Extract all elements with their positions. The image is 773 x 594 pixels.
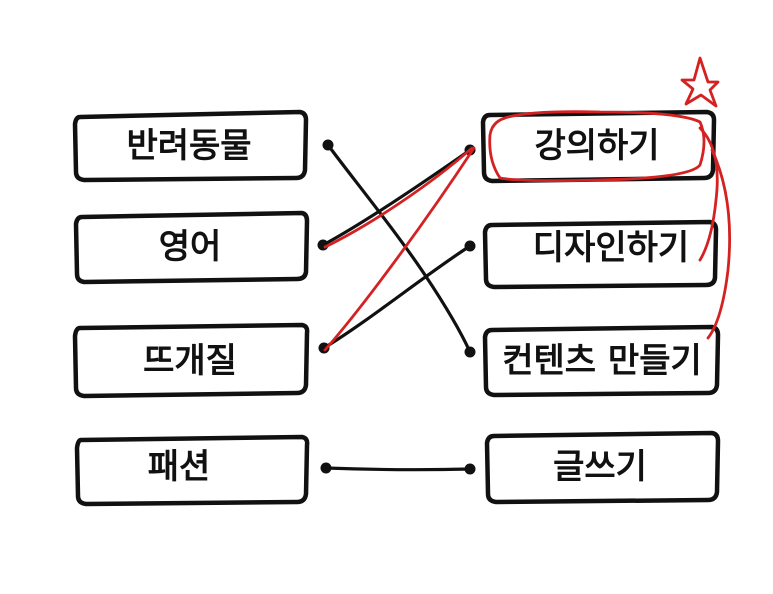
connector-line [326,143,472,354]
star-icon [680,56,720,108]
connector-dot [464,346,476,358]
right-item-box: 글쓰기 [484,430,721,505]
left-item-box: 뜨개질 [72,322,310,399]
right-item-label: 강의하기 [534,126,659,166]
red-curve-arrow [706,148,732,340]
red-connector-line [323,146,474,249]
highlight-circle [488,110,706,183]
connector-dot [464,463,476,475]
connector-line [321,148,472,247]
left-item-label: 반려동물 [126,126,251,166]
right-item-box: 강의하기 [480,109,717,184]
left-item-label: 영어 [159,227,222,267]
connector-dot [464,240,476,252]
red-curve-arrow [698,126,719,262]
connector-dot [320,462,332,474]
right-item-label: 컨텐츠 만들기 [502,341,702,381]
right-item-box: 컨텐츠 만들기 [482,324,721,398]
connector-dot [322,139,334,151]
right-item-box: 디자인하기 [482,219,719,290]
right-item-label: 디자인하기 [533,228,689,268]
connector-line [322,244,472,350]
connector-line [324,466,472,472]
right-item-label: 글쓰기 [553,447,647,487]
red-connector-line [323,146,476,352]
left-item-box: 반려동물 [72,109,309,183]
left-item-label: 패션 [148,447,211,487]
left-item-box: 패션 [74,434,310,507]
left-item-box: 영어 [73,210,310,285]
connector-dot [318,342,330,354]
left-item-label: 뜨개질 [143,341,237,381]
